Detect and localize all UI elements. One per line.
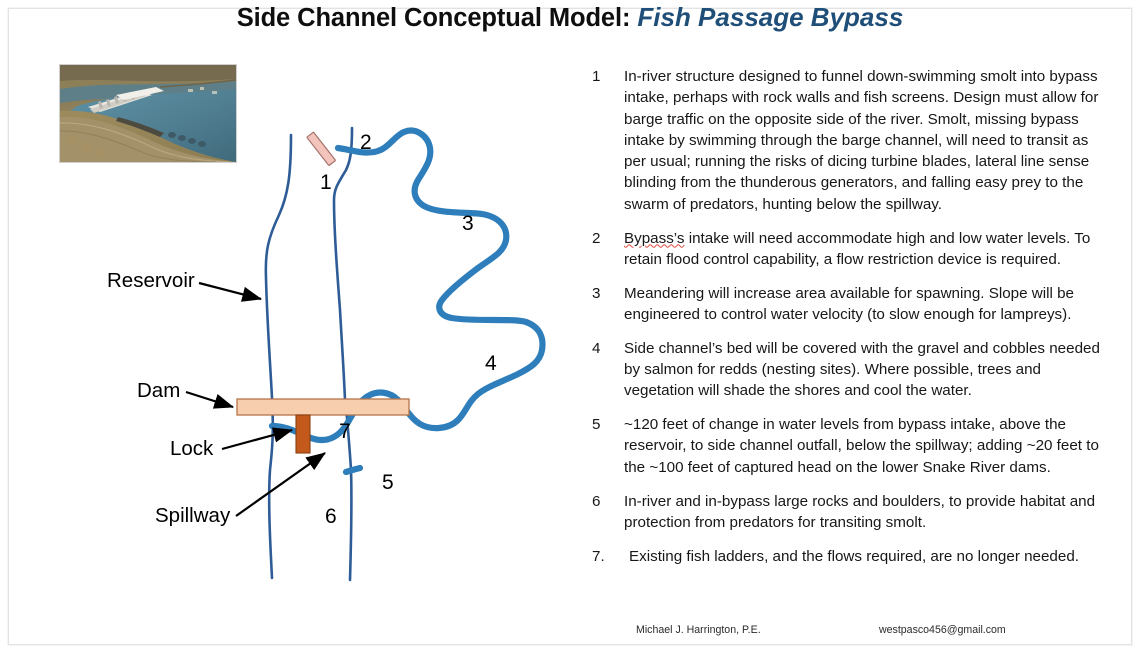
note-item-3: 3 Meandering will increase area availabl… <box>592 283 1112 326</box>
note-item-6: 6 In-river and in-bypass large rocks and… <box>592 491 1112 534</box>
dam-arrow <box>185 390 235 409</box>
river-left-bank <box>264 133 293 580</box>
note-text-rest: intake will need accommodate high and lo… <box>624 229 1091 268</box>
note-item-5: 5 ~120 feet of change in water levels fr… <box>592 414 1112 478</box>
page-title: Side Channel Conceptual Model:Fish Passa… <box>0 2 1140 33</box>
note-number: 4 <box>592 339 601 357</box>
aerial-dam-photo-image <box>60 65 236 162</box>
note-text: Bypass’s intake will need accommodate hi… <box>624 228 1112 271</box>
diagram-svg <box>185 126 546 582</box>
note-number: 2 <box>592 229 601 247</box>
side-channel-outfall <box>342 464 364 476</box>
diagram-number-2: 2 <box>360 131 372 154</box>
callout-label-dam: Dam <box>137 379 181 402</box>
diagram-number-6: 6 <box>325 505 337 528</box>
note-text: In-river structure designed to funnel do… <box>624 68 1099 213</box>
note-item-1: 1 In-river structure designed to funnel … <box>592 66 1112 215</box>
diagram-number-1: 1 <box>320 171 332 194</box>
aerial-dam-photo <box>59 64 237 163</box>
diagram-number-5: 5 <box>382 471 394 494</box>
dam-structure <box>236 398 410 416</box>
slide-footer: Michael J. Harrington, P.E. westpasco456… <box>0 624 1140 644</box>
callout-label-spillway: Spillway <box>155 504 231 527</box>
reservoir-arrow <box>198 281 263 302</box>
misspelled-word: Bypass’s <box>624 229 685 247</box>
notes-list: 1 In-river structure designed to funnel … <box>592 66 1112 579</box>
footer-author: Michael J. Harrington, P.E. <box>636 624 761 636</box>
note-text: Side channel’s bed will be covered with … <box>624 339 1100 400</box>
river-right-bank-upper <box>332 126 354 402</box>
note-text: Existing fish ladders, and the flows req… <box>629 547 1079 565</box>
bypass-intake-structure <box>306 131 336 166</box>
note-item-2: 2 Bypass’s intake will need accommodate … <box>592 228 1112 271</box>
lock-structure <box>295 414 311 454</box>
footer-email: westpasco456@gmail.com <box>879 624 1006 636</box>
callout-label-lock: Lock <box>170 437 214 460</box>
title-accent-text: Fish Passage Bypass <box>637 2 904 32</box>
diagram-number-4: 4 <box>485 352 497 375</box>
note-number: 7. <box>592 547 605 565</box>
note-number: 6 <box>592 492 601 510</box>
note-number: 1 <box>592 68 601 85</box>
diagram-number-7: 7 <box>339 420 351 443</box>
conceptual-diagram: Reservoir Dam Lock Spillway 1 2 3 4 5 6 … <box>0 0 580 620</box>
note-number: 5 <box>592 416 601 434</box>
side-channel <box>268 127 546 444</box>
title-main-text: Side Channel Conceptual Model: <box>236 4 631 32</box>
note-item-7: 7. Existing fish ladders, and the flows … <box>592 546 1112 567</box>
note-item-4: 4 Side channel’s bed will be covered wit… <box>592 338 1112 402</box>
note-text: ~120 feet of change in water levels from… <box>624 416 1099 476</box>
note-text: Meandering will increase area available … <box>624 284 1074 323</box>
note-number: 3 <box>592 284 601 302</box>
spillway-arrow <box>235 452 326 517</box>
diagram-number-3: 3 <box>462 212 474 235</box>
note-text: In-river and in-bypass large rocks and b… <box>624 492 1096 531</box>
callout-label-reservoir: Reservoir <box>107 269 195 292</box>
lock-arrow <box>221 427 294 451</box>
